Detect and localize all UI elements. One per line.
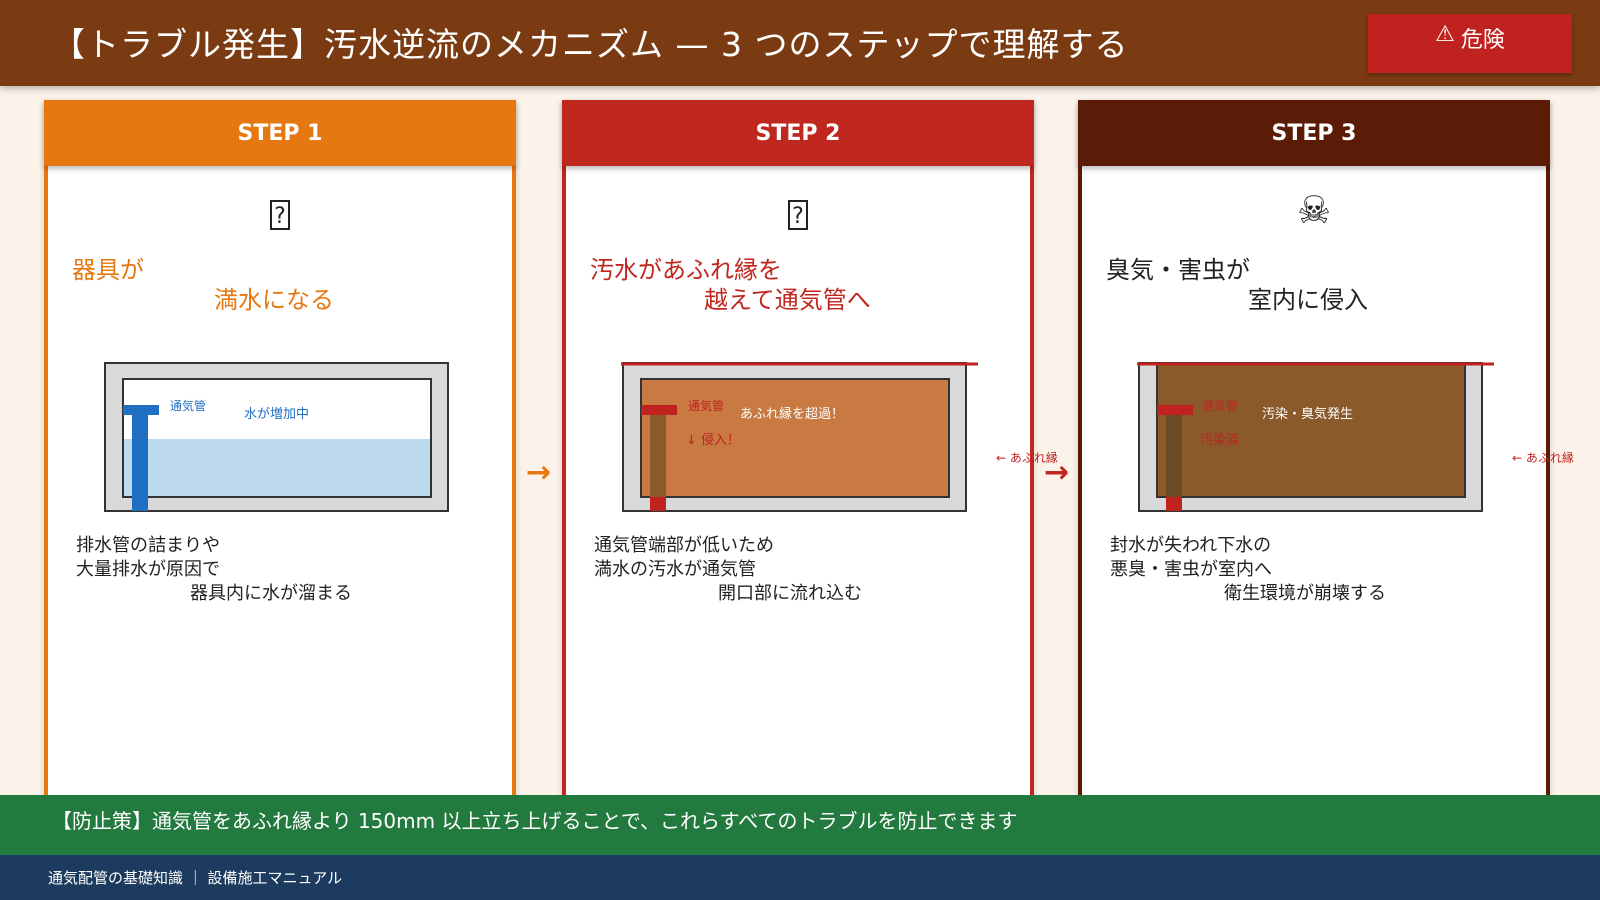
danger-badge: ⚠ 危険 [1368,14,1572,73]
step-1-water-note: 水が増加中 [244,407,310,422]
vent-pipe [1166,415,1182,497]
vent-pipe [650,415,666,497]
step-1-card: STEP 1 ? 器具が 満水になる 通気管 水が増加中 排水管の詰まりや 大量… [44,100,516,800]
contaminated-fill [1156,362,1466,498]
step-1-header: STEP 1 [44,100,516,166]
prevention-banner: 【防止策】通気管をあふれ縁より 150mm 以上立ち上げることで、これらすべての… [0,795,1600,855]
flow-arrow-1: → [526,455,552,490]
footer-bar: 通気配管の基礎知識 ｜ 設備施工マニュアル [0,855,1600,900]
sewage-fill [640,378,950,498]
step-2-vent-label: 通気管 [688,399,725,413]
step-2-description: 通気管端部が低いため 満水の汚水が通気管 開口部に流れ込む [594,535,862,604]
step-2-title-line1: 汚水があふれ縁を [590,256,782,284]
water-fill [124,439,430,496]
step-3-rim-label: ← あふれ縁 [1512,451,1574,465]
step-3-title-line1: 臭気・害虫が [1106,256,1250,284]
skull-icon: ☠ [1296,188,1332,232]
step-3-pollution-note: 汚染・臭気発生 [1262,407,1354,422]
step-3-vent-label: 通気管 [1202,399,1239,413]
step-2-overflow-note: あふれ縁を超過！ [740,407,845,422]
step-3-card: STEP 3 ☠ 臭気・害虫が 室内に侵入 ← あふれ縁 通気管 汚染・臭気発生… [1078,100,1574,800]
danger-badge-label: 危険 [1460,28,1505,53]
step-1-title-line2: 満水になる [214,286,334,314]
footer-text: 通気配管の基礎知識 ｜ 設備施工マニュアル [48,869,343,887]
step-1-vent-label: 通気管 [170,399,207,413]
step-1-title-line1: 器具が [72,256,144,284]
prevention-text: 【防止策】通気管をあふれ縁より 150mm 以上立ち上げることで、これらすべての… [52,809,1018,833]
step-3-title-line2: 室内に侵入 [1248,286,1368,314]
step-3-contaminated-note: 汚染済 [1200,433,1240,448]
vent-pipe [132,405,148,511]
vent-pipe-base [650,497,666,511]
unknown-glyph-icon: ? [566,196,1030,231]
step-2-intrusion-note: ↓ 侵入！ [686,433,741,448]
step-1-description: 排水管の詰まりや 大量排水が原因で 器具内に水が溜まる [76,535,352,604]
flow-arrow-2: → [1044,455,1070,490]
vent-pipe-cap [641,405,677,415]
step-3-description: 封水が失われ下水の 悪臭・害虫が室内へ 衛生環境が崩壊する [1110,535,1386,604]
step-2-card: STEP 2 ? 汚水があふれ縁を 越えて通気管へ ← あふれ縁 通気管 あふれ… [562,100,1058,800]
step-3-fixture-diagram [1137,362,1494,512]
vent-pipe-cap [1157,405,1193,415]
step-3-header: STEP 3 [1078,100,1550,166]
page-title: 【トラブル発生】汚水逆流のメカニズム — 3 つのステップで理解する [52,25,1129,64]
step-2-header: STEP 2 [562,100,1034,166]
step-2-rim-label: ← あふれ縁 [996,451,1058,465]
warning-icon: ⚠ [1435,22,1455,47]
unknown-glyph-icon: ? [48,196,512,231]
step-2-title-line2: 越えて通気管へ [704,286,871,314]
step-2-fixture-diagram [621,362,978,512]
step-1-fixture-diagram [104,362,449,512]
header-bar: 【トラブル発生】汚水逆流のメカニズム — 3 つのステップで理解する ⚠ 危険 [0,0,1600,86]
vent-pipe-base [1166,497,1182,511]
